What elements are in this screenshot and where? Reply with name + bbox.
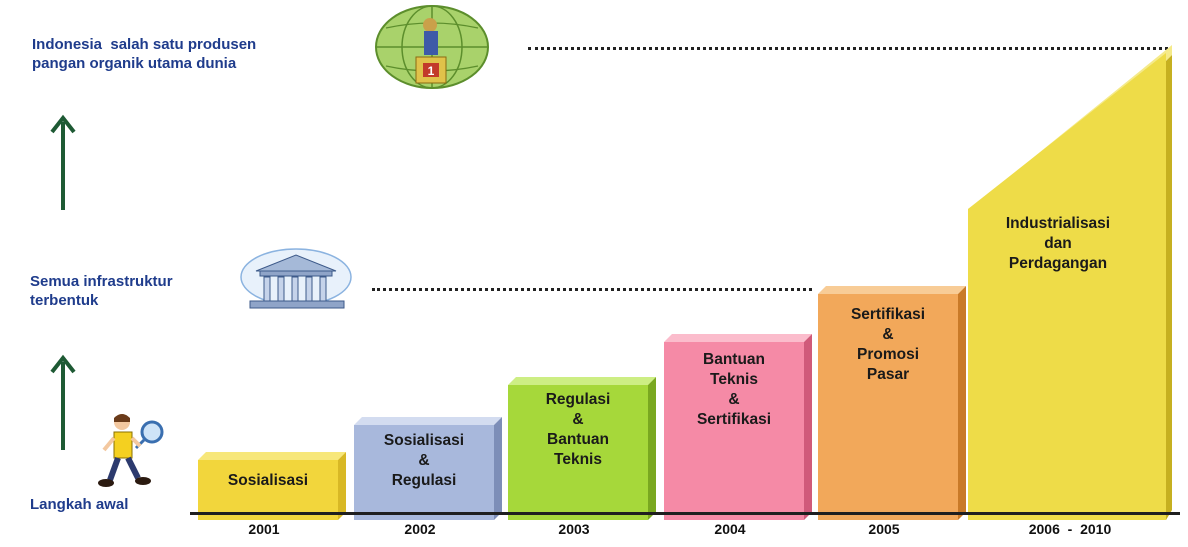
building-icon xyxy=(240,248,352,309)
trophy-badge-number: 1 xyxy=(428,64,435,78)
level-middle-label: Semua infrastruktur terbentuk xyxy=(30,273,173,309)
year-label: 2004 xyxy=(714,521,746,537)
timeline-axis xyxy=(190,512,1180,515)
step-label: Sosialisasi & Regulasi xyxy=(383,432,465,489)
step-block xyxy=(508,377,656,520)
step-label: Sosialisasi xyxy=(227,472,309,489)
globe-trophy-icon: 1 xyxy=(375,5,489,89)
year-label: 2001 xyxy=(248,521,280,537)
up-arrow-icon xyxy=(50,354,76,450)
step-block xyxy=(198,452,346,520)
step-block xyxy=(968,45,1172,520)
level-top-label: Indonesia salah satu produsen pangan org… xyxy=(32,36,257,72)
middle-dotted-line xyxy=(372,288,812,291)
year-label: 2005 xyxy=(868,521,900,537)
year-label: 2006 - 2010 xyxy=(1028,521,1112,537)
step-block xyxy=(354,417,502,520)
up-arrow-icon xyxy=(50,114,76,210)
year-label: 2002 xyxy=(404,521,436,537)
year-label: 2003 xyxy=(558,521,590,537)
step-block xyxy=(818,286,966,520)
step-label: Industrialisasi dan Perdagangan xyxy=(1005,215,1111,272)
person-with-magnifier-icon xyxy=(98,414,164,487)
level-bottom-label: Langkah awal xyxy=(30,496,129,513)
step-block xyxy=(664,334,812,520)
top-dotted-line xyxy=(528,47,1168,50)
step-label: Regulasi & Bantuan Teknis xyxy=(545,391,611,468)
step-label: Sertifikasi & Promosi Pasar xyxy=(850,306,926,383)
step-label: Bantuan Teknis & Sertifikasi xyxy=(696,351,772,428)
